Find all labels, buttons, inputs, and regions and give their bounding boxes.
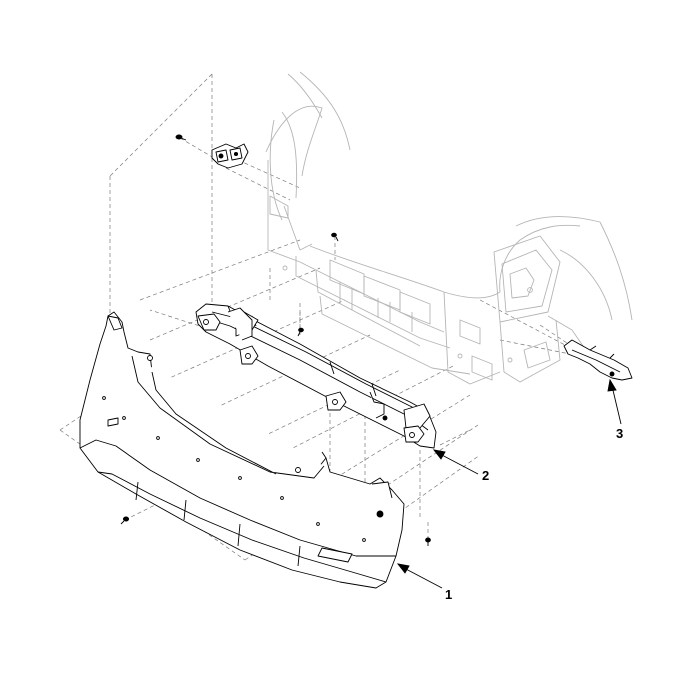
callout-2: 2 — [482, 468, 490, 483]
upper-mount-bracket — [211, 143, 249, 169]
upper-bracket-screw — [175, 134, 187, 141]
vehicle-rear-body — [265, 71, 633, 385]
bumper-cover — [79, 311, 405, 589]
fastener-screws — [120, 232, 431, 546]
side-bracket — [563, 339, 633, 381]
callout-1: 1 — [445, 587, 453, 602]
callout-leaders — [396, 378, 622, 589]
bumper-beam — [195, 303, 437, 449]
callout-3: 3 — [616, 426, 624, 441]
